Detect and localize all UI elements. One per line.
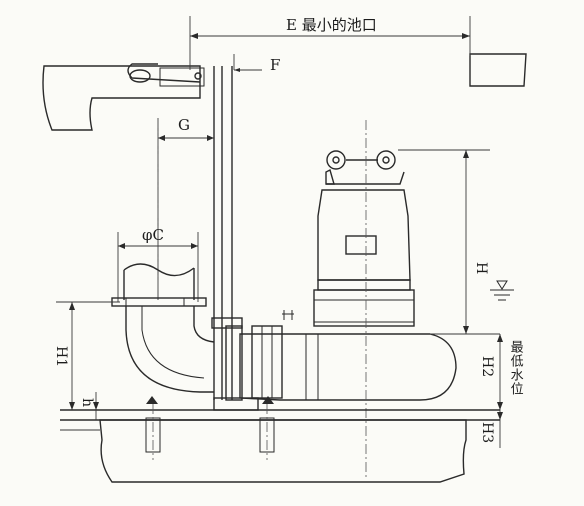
e-dimension: [189, 16, 471, 70]
small-h-dimension-label: h: [79, 398, 95, 408]
guide-rails: [213, 66, 233, 400]
water-level-symbol: [490, 280, 514, 301]
h2-dimension-label: H2: [479, 356, 495, 378]
c-dimension-label: φC: [142, 226, 164, 244]
h3-dimension: [497, 410, 503, 448]
h3-dimension-label: H3: [479, 422, 495, 444]
pump-base: [146, 396, 274, 411]
concrete-floor: [60, 404, 500, 483]
f-dimension-label: F: [270, 56, 281, 74]
pit-ledge-left: [42, 65, 201, 131]
h1-dimension-label: H1: [53, 346, 69, 368]
h-dimension: [398, 149, 500, 335]
discharge-pipe: [111, 232, 215, 393]
h1-dimension: [56, 301, 120, 410]
e-dimension-label: E 最小的池口: [286, 16, 377, 34]
g-dimension-label: G: [178, 116, 190, 134]
pit-ledge-right: [469, 53, 527, 87]
pump-body: [211, 150, 457, 401]
small-h-dimension: [60, 392, 100, 431]
h-dimension-label: H: [473, 262, 489, 275]
h2-dimension: [497, 334, 503, 410]
guide-rail-bracket: [127, 63, 205, 87]
low-water-level-label: 最低水位: [507, 340, 523, 396]
f-marker: [233, 54, 262, 72]
